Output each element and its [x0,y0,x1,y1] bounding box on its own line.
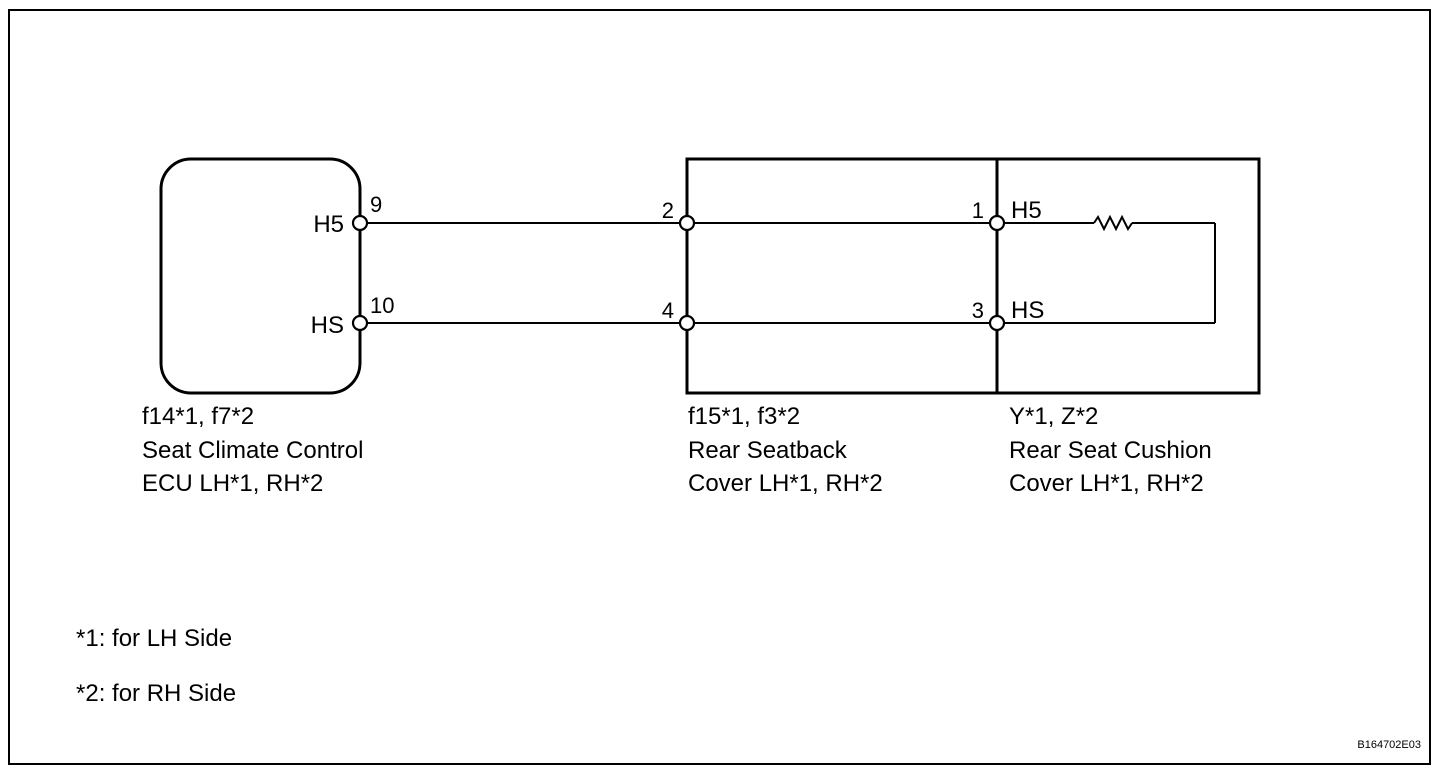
diagram-frame [8,9,1431,765]
seatback-pin-2: 2 [662,198,674,223]
terminal-seatback-4 [678,314,696,332]
terminal-cushion-1 [988,214,1006,232]
cushion-caption-line-3: Cover LH*1, RH*2 [1009,470,1204,497]
cushion-pin-1: 1 [972,198,984,223]
terminal-ecu-h5 [351,214,369,232]
cushion-terminal-hs-label: HS [1011,297,1044,324]
ecu-caption-line-3: ECU LH*1, RH*2 [142,470,323,497]
cushion-caption-line-2: Rear Seat Cushion [1009,437,1212,464]
ecu-caption-line-2: Seat Climate Control [142,437,363,464]
note-rh-side: *2: for RH Side [76,680,236,707]
cushion-terminal-h5-label: H5 [1011,197,1042,224]
seatback-pin-4: 4 [662,298,674,323]
terminal-ecu-hs [351,314,369,332]
heater-resistor-icon [1093,214,1133,232]
ecu-body [159,157,362,395]
ecu-terminal-hs-label: HS [311,312,344,339]
figure-code: B164702E03 [1357,739,1421,751]
terminal-seatback-2 [678,214,696,232]
cushion-caption-line-1: Y*1, Z*2 [1009,403,1098,430]
seatback-cushion-box [685,157,1261,395]
ecu-pin-10: 10 [370,293,394,318]
note-lh-side: *1: for LH Side [76,625,232,652]
ecu-terminal-h5-label: H5 [313,211,344,238]
seatback-caption-line-1: f15*1, f3*2 [688,403,800,430]
ecu-caption-line-1: f14*1, f7*2 [142,403,254,430]
seatback-caption-line-2: Rear Seatback [688,437,848,464]
ecu-pin-9: 9 [370,192,382,217]
cushion-pin-3: 3 [972,298,984,323]
seatback-caption-line-3: Cover LH*1, RH*2 [688,470,883,497]
terminal-cushion-3 [988,314,1006,332]
